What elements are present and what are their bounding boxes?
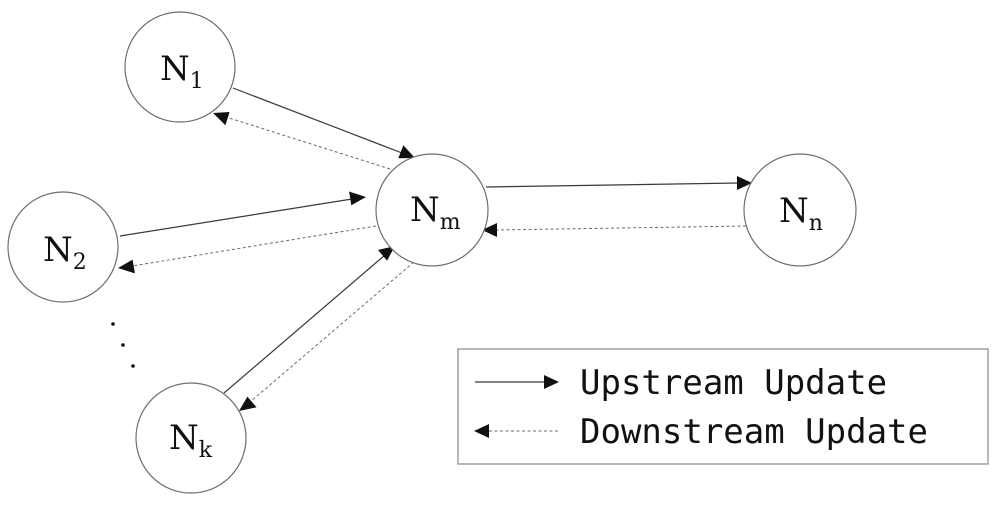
downstream-arrowhead-nm-n1 (213, 112, 230, 126)
downstream-arrow-nm-to-nk (249, 261, 415, 403)
ellipsis-dot-1 (111, 322, 115, 326)
legend: Upstream Update Downstream Update (457, 348, 989, 465)
node-n1: N1 (124, 11, 236, 123)
upstream-arrow-n2-to-nm (119, 198, 353, 237)
node-n1-circle (124, 11, 236, 123)
downstream-arrowhead-nn-nm (482, 223, 497, 237)
node-n2-circle (7, 191, 119, 303)
downstream-arrow-nm-to-n2 (131, 225, 377, 267)
upstream-arrow-n1-to-nm (232, 87, 403, 154)
node-nm-circle (375, 153, 489, 267)
upstream-arrowhead-nk-nm (378, 246, 395, 261)
upstream-arrow-nk-to-nm (223, 254, 386, 394)
node-nm: Nm (375, 153, 489, 267)
upstream-arrowhead-nm-nn (737, 176, 752, 190)
ellipsis-dot-3 (131, 364, 135, 368)
legend-downstream-arrowhead (474, 424, 489, 438)
edge-n1-nm (213, 87, 415, 170)
node-nn-circle (743, 153, 857, 267)
node-nk-label: Nk (169, 418, 213, 463)
edge-n2-nm (118, 191, 377, 274)
legend-downstream-label: Downstream Update (580, 412, 928, 452)
node-n2: N2 (7, 191, 119, 303)
ellipsis-dots (111, 322, 135, 368)
edge-nk-nm (223, 246, 415, 411)
node-n1-label: N1 (160, 49, 204, 94)
upstream-arrow-nm-to-nn (485, 182, 739, 188)
downstream-arrowhead-nm-n2 (118, 259, 135, 274)
node-nn: Nn (743, 153, 857, 267)
legend-upstream-label: Upstream Update (580, 363, 887, 403)
downstream-arrow-nm-to-n1 (225, 116, 391, 170)
legend-box (457, 348, 989, 465)
node-n2-label: N2 (43, 230, 87, 275)
legend-downstream-entry: Downstream Update (474, 412, 928, 452)
downstream-arrow-nn-to-nm (495, 225, 747, 231)
edge-nm-nn (482, 176, 752, 237)
node-nn-label: Nn (779, 191, 823, 236)
legend-upstream-entry: Upstream Update (475, 363, 887, 403)
node-nk: Nk (135, 382, 247, 494)
upstream-arrowhead-n2-nm (349, 191, 366, 206)
legend-upstream-arrowhead (544, 375, 559, 389)
ellipsis-dot-2 (121, 343, 125, 347)
node-nk-circle (135, 382, 247, 494)
upstream-arrowhead-n1-nm (398, 145, 415, 159)
node-nm-label: Nm (410, 190, 461, 235)
downstream-arrowhead-nm-nk (239, 396, 257, 411)
